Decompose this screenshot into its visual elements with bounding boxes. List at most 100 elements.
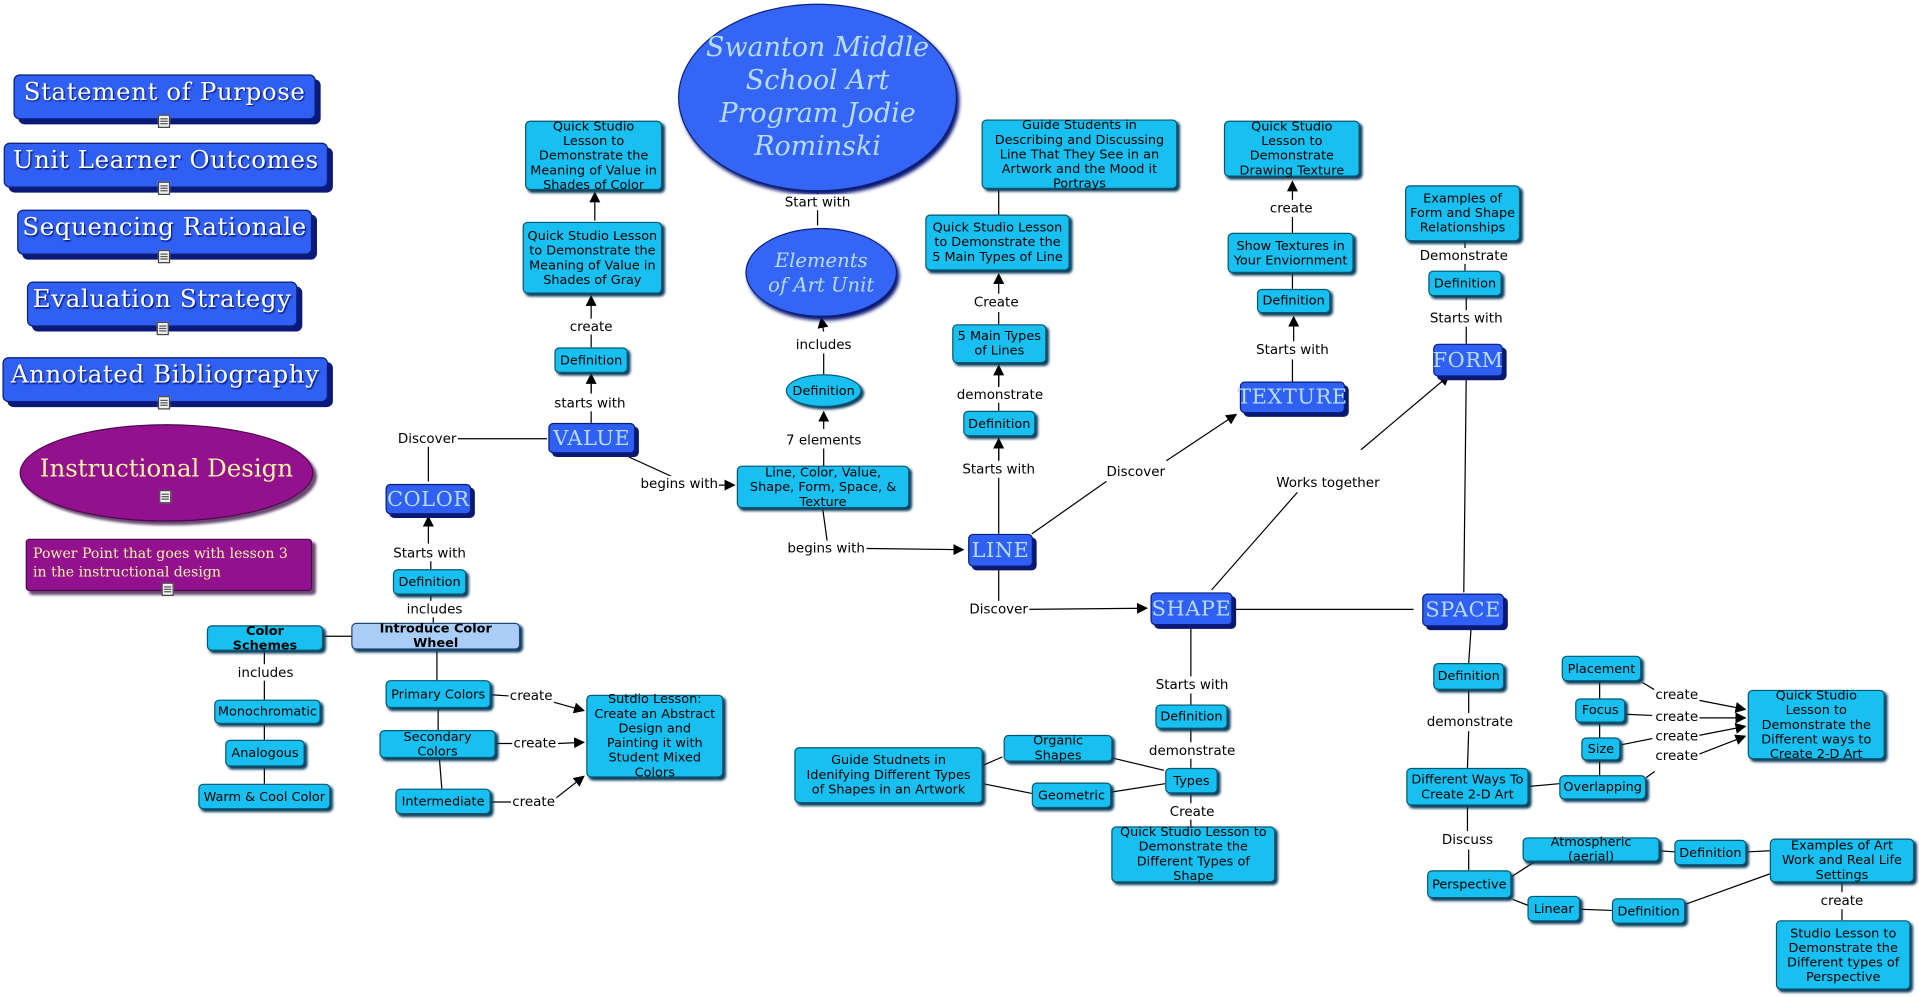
geometric-text: Geometric: [1037, 787, 1106, 803]
primary-colors-node[interactable]: Primary Colors: [385, 680, 491, 709]
shape-concept[interactable]: SHAPE: [1150, 592, 1233, 626]
secondary-colors-node[interactable]: Secondary Colors: [379, 729, 496, 759]
texture-lesson[interactable]: Quick Studio Lesson to Demonstrate Drawi…: [1223, 119, 1360, 178]
link-label: Starts with: [391, 545, 468, 562]
focus-node[interactable]: Focus: [1575, 698, 1626, 723]
document-icon[interactable]: [157, 114, 171, 128]
link-label: demonstrate: [1147, 742, 1237, 759]
types-node[interactable]: Types: [1165, 767, 1218, 794]
statement-of-purpose-button[interactable]: Statement of Purpose: [13, 74, 316, 120]
link-label: 7 elements: [784, 432, 863, 448]
analogous-text: Analogous: [231, 745, 299, 761]
monochromatic-node[interactable]: Monochromatic: [214, 699, 321, 724]
line-concept-text: LINE: [971, 538, 1030, 563]
texture-concept-text: TEXTURE: [1237, 385, 1348, 410]
link-label: Create: [972, 294, 1020, 311]
atmospheric-node[interactable]: Atmospheric (aerial): [1522, 834, 1660, 865]
line-definition[interactable]: Definition: [963, 410, 1036, 437]
perspective-text: Perspective: [1432, 876, 1507, 892]
space-lesson-text: Quick Studio Lesson to Demonstrate the D…: [1761, 688, 1872, 762]
link-label: demonstrate: [1425, 713, 1515, 730]
document-icon[interactable]: [157, 181, 171, 196]
color-definition[interactable]: Definition: [392, 569, 467, 595]
warm-cool-node[interactable]: Warm & Cool Color: [198, 783, 331, 810]
shape-definition[interactable]: Definition: [1155, 704, 1228, 729]
overlapping-node[interactable]: Overlapping: [1559, 775, 1647, 800]
line-types-node[interactable]: 5 Main Types of Lines: [952, 324, 1047, 364]
seven-elements-node[interactable]: Line, Color, Value, Shape, Form, Space, …: [736, 465, 910, 509]
power-point-link[interactable]: Power Point that goes with lesson 3 in t…: [25, 538, 313, 592]
types-text: Types: [1173, 773, 1210, 788]
color-wheel-text: Introduce Color Wheel: [379, 621, 492, 651]
atmospheric-text: Atmospheric (aerial): [1550, 834, 1632, 865]
examples-art-node[interactable]: Examples of Art Work and Real Life Setti…: [1769, 838, 1915, 883]
link-label: Works together: [1275, 474, 1381, 491]
line-types-lesson[interactable]: Quick Studio Lesson to Demonstrate the 5…: [925, 214, 1070, 271]
value-concept[interactable]: VALUE: [548, 422, 636, 454]
color-schemes-text: Color Schemes: [232, 623, 298, 653]
texture-show-node[interactable]: Show Textures in Your Enviornment: [1227, 232, 1354, 274]
space-definition-text: Definition: [1437, 669, 1500, 684]
atmospheric-definition[interactable]: Definition: [1674, 839, 1747, 866]
definition-node[interactable]: Definition: [785, 374, 862, 408]
link-label: Starts with: [1428, 310, 1504, 327]
shape-lesson-node[interactable]: Quick Studio Lesson to Demonstrate the D…: [1111, 825, 1276, 884]
value-gray-lesson[interactable]: Quick Studio Lesson to Demonstrate the M…: [522, 221, 663, 294]
color-schemes-node[interactable]: Color Schemes: [206, 623, 324, 653]
link-label: create: [512, 735, 558, 752]
document-icon[interactable]: [157, 249, 171, 264]
abstract-studio-lesson[interactable]: Sutdio Lesson: Create an Abstract Design…: [586, 692, 724, 780]
instructional-design-button[interactable]: Instructional Design: [19, 424, 314, 522]
program-title[interactable]: Swanton Middle School Art Program Jodie …: [678, 3, 958, 192]
elements-of-art-unit-text: Elements of Art Unit: [768, 248, 875, 296]
evaluation-strategy-button[interactable]: Evaluation Strategy: [26, 281, 298, 327]
texture-show-text: Show Textures in Your Enviornment: [1233, 238, 1348, 268]
form-definition[interactable]: Definition: [1428, 270, 1502, 297]
link-label: create: [1654, 708, 1700, 725]
link-label: begins with: [786, 540, 867, 557]
space-concept[interactable]: SPACE: [1422, 593, 1505, 627]
ways-2d-art-node[interactable]: Different Ways To Create 2-D Art: [1406, 767, 1529, 806]
placement-node[interactable]: Placement: [1561, 655, 1642, 682]
size-node[interactable]: Size: [1581, 737, 1621, 761]
primary-colors-text: Primary Colors: [391, 686, 486, 702]
link-label: create: [511, 794, 557, 810]
shape-guide-node[interactable]: Guide Studnets in Idenifying Different T…: [794, 747, 983, 804]
focus-text: Focus: [1581, 703, 1619, 718]
perspective-lesson-node[interactable]: Studio Lesson to Demonstrate the Differe…: [1775, 920, 1911, 990]
sequencing-rationale-button[interactable]: Sequencing Rationale: [17, 209, 313, 255]
space-lesson-node[interactable]: Quick Studio Lesson to Demonstrate the D…: [1747, 688, 1885, 762]
organic-shapes-node[interactable]: Organic Shapes: [1003, 734, 1113, 763]
link-label: create: [1654, 747, 1700, 764]
form-concept[interactable]: FORM: [1433, 343, 1503, 377]
document-icon[interactable]: [157, 396, 171, 410]
color-concept[interactable]: COLOR: [385, 483, 472, 515]
document-icon[interactable]: [156, 321, 169, 336]
annotated-bibliography-button[interactable]: Annotated Bibliography: [2, 357, 329, 403]
texture-definition[interactable]: Definition: [1256, 288, 1331, 314]
overlapping-text: Overlapping: [1563, 780, 1642, 795]
intermediate-node[interactable]: Intermediate: [395, 788, 491, 815]
shape-guide-text: Guide Studnets in Idenifying Different T…: [806, 753, 971, 798]
form-examples-node[interactable]: Examples of Form and Shape Relationships: [1405, 185, 1521, 242]
value-definition[interactable]: Definition: [554, 347, 628, 373]
ways-2d-art-text: Different Ways To Create 2-D Art: [1411, 772, 1524, 802]
space-definition[interactable]: Definition: [1433, 663, 1505, 690]
value-color-lesson[interactable]: Quick Studio Lesson to Demonstrate the M…: [525, 119, 663, 192]
line-concept[interactable]: LINE: [968, 533, 1033, 567]
elements-of-art-unit[interactable]: Elements of Art Unit: [745, 227, 898, 317]
line-guide-node[interactable]: Guide Students in Describing and Discuss…: [981, 118, 1178, 191]
linear-definition[interactable]: Definition: [1611, 898, 1686, 924]
unit-learner-outcomes-button[interactable]: Unit Learner Outcomes: [3, 142, 329, 188]
link-label: create: [508, 688, 554, 704]
analogous-node[interactable]: Analogous: [225, 739, 305, 767]
texture-concept[interactable]: TEXTURE: [1237, 381, 1348, 414]
power-point-label: Power Point that goes with lesson 3 in t…: [33, 544, 288, 581]
document-icon[interactable]: [161, 582, 174, 596]
linear-node[interactable]: Linear: [1527, 895, 1581, 922]
geometric-node[interactable]: Geometric: [1031, 782, 1112, 809]
color-wheel-node[interactable]: Introduce Color Wheel: [351, 621, 521, 651]
document-icon[interactable]: [159, 489, 172, 504]
perspective-node[interactable]: Perspective: [1427, 870, 1512, 899]
